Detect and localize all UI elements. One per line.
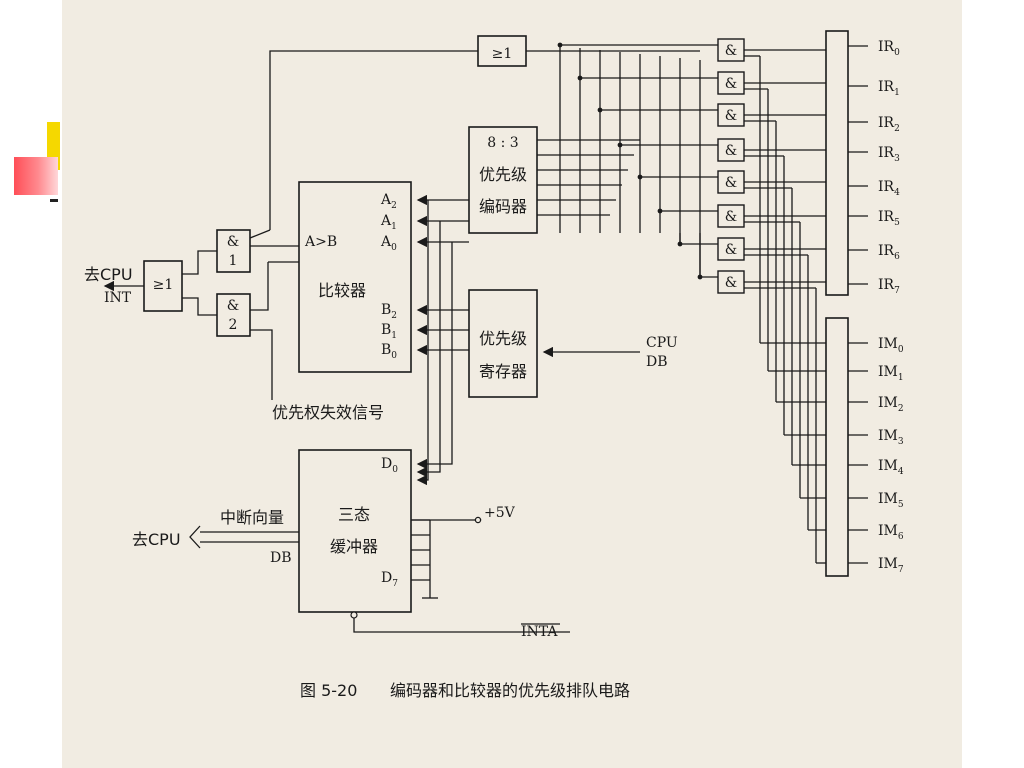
- encoder-ratio: 8 : 3: [487, 135, 518, 151]
- im-bus: [825, 317, 849, 577]
- ir-label-6: IR6: [878, 243, 900, 262]
- db-reg-label: DB: [646, 354, 668, 370]
- comparator-box: [298, 181, 412, 373]
- ir-bus: [825, 30, 849, 296]
- pin-b0: B0: [381, 342, 397, 361]
- and-gate-symbol-3: &: [725, 143, 737, 159]
- ir-label-0: IR0: [878, 39, 900, 58]
- priority-invalid-wire: [250, 329, 273, 400]
- im-label-2: IM2: [878, 395, 904, 414]
- ir-label-5: IR5: [878, 209, 900, 228]
- and1-number: 1: [229, 253, 238, 269]
- or-gate-out: [143, 260, 183, 312]
- ir-label-7: IR7: [878, 277, 900, 296]
- enc-to-d0: [416, 242, 453, 470]
- priority-register-box: [468, 289, 538, 398]
- and-gate-symbol-7: &: [725, 275, 737, 291]
- register-title-2: 寄存器: [479, 362, 527, 381]
- and1-symbol: &: [227, 234, 239, 250]
- or-gate-top: [477, 35, 527, 67]
- im-label-1: IM1: [878, 364, 904, 383]
- ir-label-1: IR1: [878, 79, 900, 98]
- figure-caption-prefix: 图 5-20: [300, 681, 357, 700]
- db-bottom-label: DB: [270, 550, 292, 566]
- slide-accent-red: [14, 157, 58, 195]
- cmp-to-and2: [250, 262, 269, 311]
- circuit-wires: [103, 42, 826, 633]
- vector-arrowhead: [189, 525, 201, 549]
- and-gate-1: [216, 229, 251, 273]
- and-gate-symbol-4: &: [725, 175, 737, 191]
- inta-wire: [353, 612, 570, 633]
- and-gate-symbol-5: &: [725, 209, 737, 225]
- pin-b2: B2: [381, 302, 397, 321]
- cpu-label: CPU: [646, 335, 678, 351]
- buffer-title-1: 三态: [338, 505, 370, 524]
- im-label-7: IM7: [878, 556, 904, 575]
- tristate-buffer-box: [298, 449, 412, 613]
- encoder-box: [468, 126, 538, 234]
- ir-label-4: IR4: [878, 179, 900, 198]
- to-cpu-int-label: 去CPU: [84, 265, 133, 284]
- encoder-title-2: 编码器: [479, 197, 527, 216]
- inta-label: INTA: [521, 624, 558, 640]
- im-label-0: IM0: [878, 336, 904, 355]
- and-gate-symbol-6: &: [725, 242, 737, 258]
- buffer-title-2: 缓冲器: [330, 537, 378, 556]
- im-label-4: IM4: [878, 458, 904, 477]
- comparator-cmp-label: A>B: [304, 234, 337, 250]
- int-label: INT: [104, 290, 132, 306]
- pin-d0: D0: [381, 456, 398, 475]
- and2-symbol: &: [227, 298, 239, 314]
- priority-invalid-label: 优先权失效信号: [272, 403, 384, 422]
- plus5v-node: [474, 516, 482, 524]
- or-to-and1: [249, 229, 271, 239]
- enc-to-d2: [416, 200, 429, 486]
- figure-caption-text: 编码器和比较器的优先级排队电路: [390, 681, 630, 700]
- or-top-out: [269, 50, 478, 230]
- or-out-symbol: ≥1: [153, 277, 174, 293]
- encoder-title-1: 优先级: [479, 165, 527, 184]
- ir-label-2: IR2: [878, 115, 900, 134]
- register-title-1: 优先级: [479, 329, 527, 348]
- or-top-symbol: ≥1: [492, 46, 513, 62]
- pin-b1: B1: [381, 322, 397, 341]
- pin-a0: A0: [380, 234, 397, 253]
- and-gate-symbol-1: &: [725, 76, 737, 92]
- and-gate-column: & & & & & & & &: [717, 38, 745, 294]
- pin-d7: D7: [381, 570, 398, 589]
- pin-a1: A1: [380, 213, 397, 232]
- comparator-title: 比较器: [318, 281, 366, 300]
- and2-to-or: [182, 297, 217, 316]
- ir-label-3: IR3: [878, 145, 900, 164]
- slide-accent-line: [50, 199, 58, 202]
- plus5v-label: +5V: [484, 505, 516, 521]
- inta-bubble: [350, 611, 358, 619]
- pin-a2: A2: [380, 192, 397, 211]
- vector-label: 中断向量: [220, 508, 284, 527]
- and-gate-symbol-0: &: [725, 43, 737, 59]
- enc-to-d1: [416, 221, 441, 478]
- im-label-5: IM5: [878, 491, 904, 510]
- im-label-3: IM3: [878, 428, 904, 447]
- to-cpu-db-label: 去CPU: [132, 530, 181, 549]
- im-label-6: IM6: [878, 523, 904, 542]
- and2-number: 2: [229, 317, 238, 333]
- and-gate-symbol-2: &: [725, 108, 737, 124]
- and1-to-or: [182, 250, 217, 275]
